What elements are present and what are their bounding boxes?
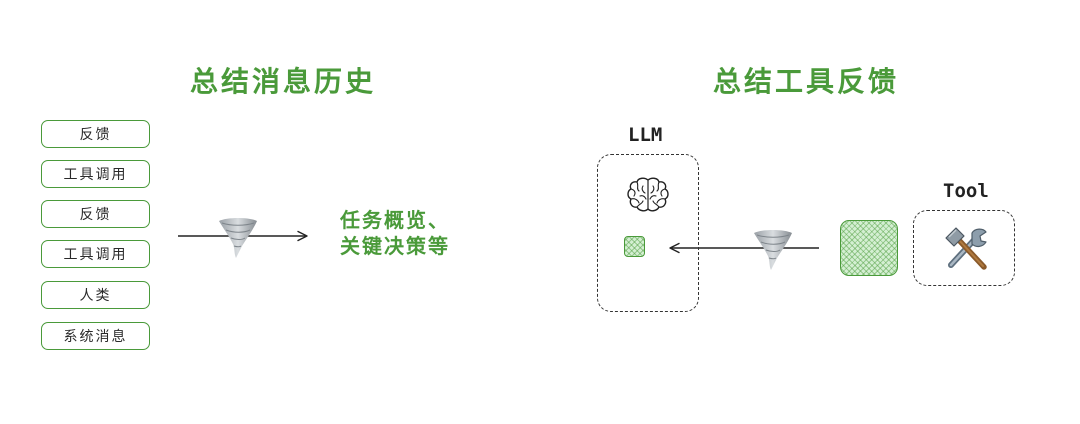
tool-container (913, 210, 1015, 286)
llm-container (597, 154, 699, 312)
summary-result-text: 任务概览、 关键决策等 (340, 207, 450, 259)
summarize-tool-feedback-title: 总结工具反馈 (713, 65, 900, 98)
tool-feedback-block (840, 220, 898, 276)
brain-icon (626, 176, 670, 218)
summary-token-small (624, 236, 645, 257)
message-feedback: 反馈 (41, 120, 150, 148)
message-tool-call: 工具调用 (41, 160, 150, 188)
message-tool-call: 工具调用 (41, 240, 150, 268)
message-system: 系统消息 (41, 322, 150, 350)
message-feedback: 反馈 (41, 200, 150, 228)
summary-line-2: 关键决策等 (340, 234, 450, 258)
hammer-wrench-icon (942, 225, 990, 277)
tornado-icon (752, 228, 794, 276)
summarize-history-title: 总结消息历史 (190, 65, 377, 98)
tornado-icon (217, 216, 259, 264)
message-human: 人类 (41, 281, 150, 309)
llm-label: LLM (628, 124, 663, 146)
tool-label: Tool (943, 180, 989, 202)
summary-line-1: 任务概览、 (340, 208, 450, 232)
